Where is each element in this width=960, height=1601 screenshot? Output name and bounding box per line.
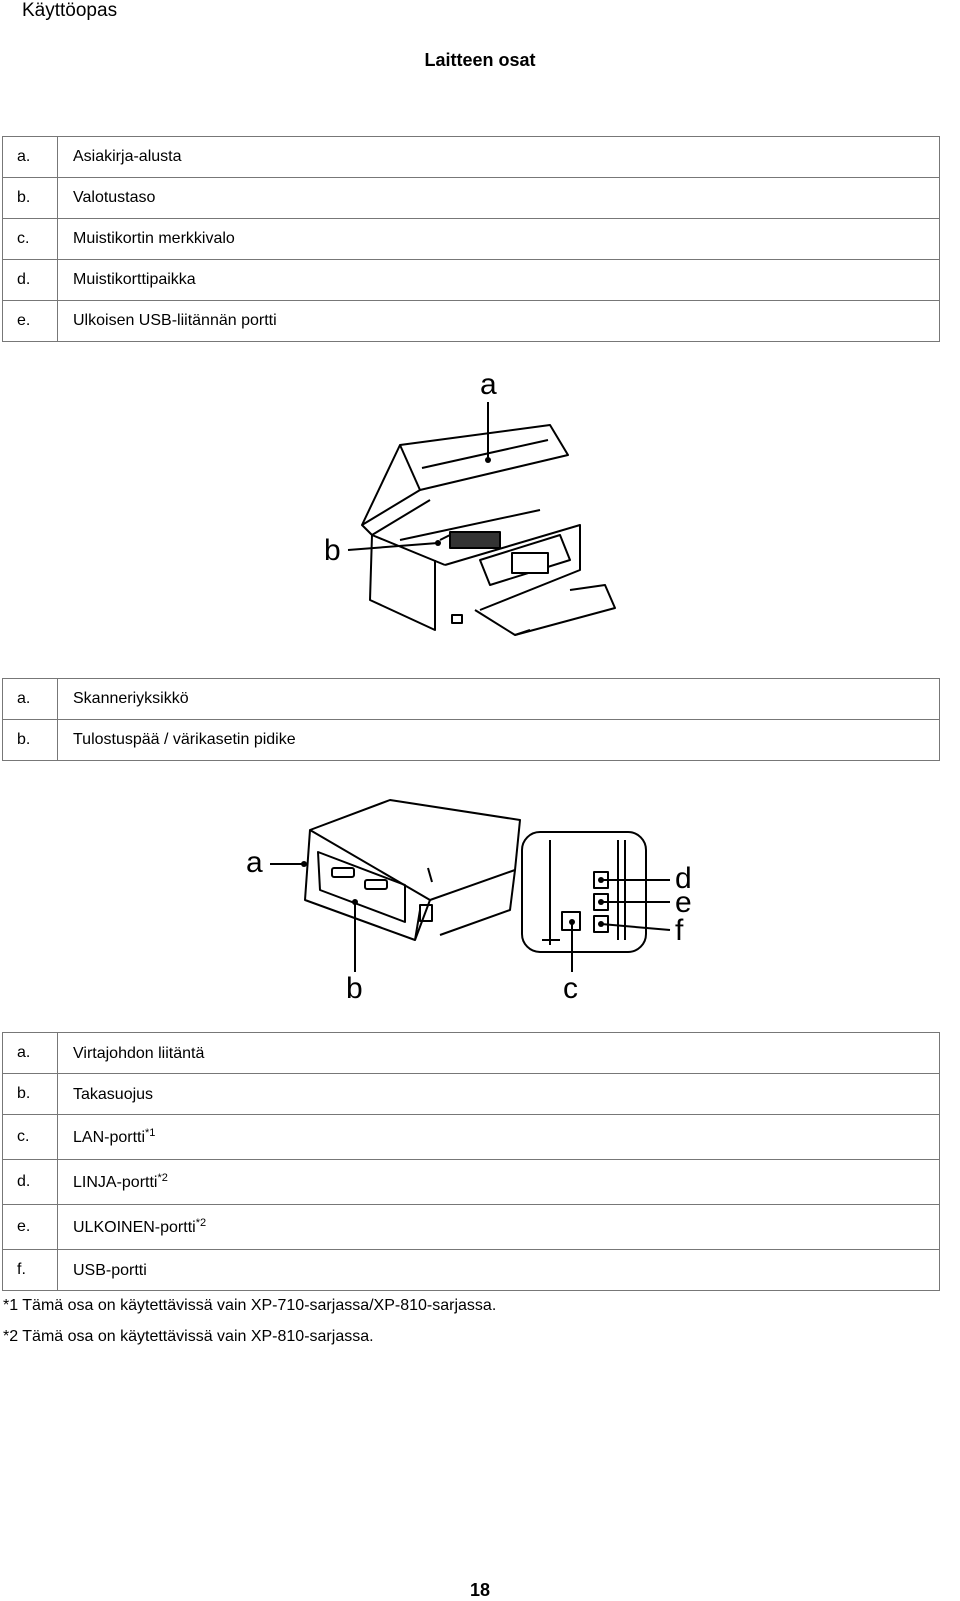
figure2-callout-a: a xyxy=(246,846,263,879)
item-label: USB-portti xyxy=(57,1249,940,1291)
figure2-callout-d: d xyxy=(675,862,692,895)
footnote-ref: *2 xyxy=(195,1217,207,1229)
figure2-callout-c: c xyxy=(563,972,578,1005)
item-letter: c. xyxy=(2,1114,58,1160)
item-label: Tulostuspää / värikasetin pidike xyxy=(57,719,940,761)
item-label: Takasuojus xyxy=(57,1073,940,1115)
leader-dot xyxy=(598,899,604,905)
item-label-text: LINJA-portti xyxy=(73,1174,158,1191)
printer-back-illustration: a b c d e f xyxy=(246,799,692,1005)
footnote-ref: *1 xyxy=(145,1127,156,1139)
item-letter: e. xyxy=(2,1204,58,1250)
table-row: e.ULKOINEN-portti*2 xyxy=(2,1204,940,1250)
item-letter: b. xyxy=(2,177,58,219)
table-row: c.Muistikortin merkkivalo xyxy=(2,218,940,260)
table-row: a. Virtajohdon liitäntä xyxy=(2,1032,940,1074)
item-letter: b. xyxy=(2,1073,58,1115)
leader-dot xyxy=(352,899,358,905)
item-label-text: ULKOINEN-portti xyxy=(73,1219,196,1236)
leader-dot xyxy=(485,457,491,463)
section-title: Laitteen osat xyxy=(424,50,536,70)
leader-dot xyxy=(569,919,575,925)
table-row: c.LAN-portti*1 xyxy=(2,1114,940,1160)
item-label-text: USB-portti xyxy=(73,1262,147,1279)
leader-dot xyxy=(301,861,307,867)
footnote-1: *1 Tämä osa on käytettävissä vain XP-710… xyxy=(3,1297,497,1314)
printer-interior-illustration: a b xyxy=(324,368,616,636)
item-label: Muistikortin merkkivalo xyxy=(57,218,940,260)
item-label: ULKOINEN-portti*2 xyxy=(57,1204,940,1250)
figure2-callout-e: e xyxy=(675,886,692,919)
footnote-2: *2 Tämä osa on käytettävissä vain XP-810… xyxy=(3,1328,374,1345)
item-letter: f. xyxy=(2,1249,58,1291)
item-label: Asiakirja-alusta xyxy=(57,136,940,178)
item-letter: c. xyxy=(2,218,58,260)
leader-dot xyxy=(435,540,441,546)
table-row: a.Asiakirja-alusta xyxy=(2,136,940,178)
table-row: b. Takasuojus xyxy=(2,1073,940,1115)
item-letter: e. xyxy=(2,300,58,342)
leader-dot xyxy=(598,877,604,883)
item-label: Muistikorttipaikka xyxy=(57,259,940,301)
item-label: LINJA-portti*2 xyxy=(57,1159,940,1205)
leader-dot xyxy=(598,921,604,927)
page-number: 18 xyxy=(469,1580,491,1600)
item-letter: a. xyxy=(2,136,58,178)
table-row: a.Skanneriyksikkö xyxy=(2,678,940,720)
parts-table-interior: a.Skanneriyksikkö b.Tulostuspää / värika… xyxy=(2,678,940,761)
item-label: Skanneriyksikkö xyxy=(57,678,940,720)
table-row: f. USB-portti xyxy=(2,1249,940,1291)
table-row: d.LINJA-portti*2 xyxy=(2,1159,940,1205)
figure1-callout-a: a xyxy=(480,368,497,401)
footnote-ref: *2 xyxy=(157,1172,168,1184)
item-letter: b. xyxy=(2,719,58,761)
table-row: b.Tulostuspää / värikasetin pidike xyxy=(2,719,940,761)
figure2-callout-f: f xyxy=(675,914,684,947)
table-row: b.Valotustaso xyxy=(2,177,940,219)
item-label: LAN-portti*1 xyxy=(57,1114,940,1160)
parts-table-front: a.Asiakirja-alusta b.Valotustaso c.Muist… xyxy=(2,136,940,342)
item-letter: d. xyxy=(2,1159,58,1205)
item-label-text: Takasuojus xyxy=(73,1086,154,1103)
item-letter: a. xyxy=(2,678,58,720)
leader-line xyxy=(600,923,671,931)
item-label: Ulkoisen USB-liitännän portti xyxy=(57,300,940,342)
figure2-callout-b: b xyxy=(346,972,363,1005)
parts-table-back: a.Virtajohdon liitäntä b.Takasuojus c.LA… xyxy=(2,1032,940,1291)
table-row: d.Muistikorttipaikka xyxy=(2,259,940,301)
item-letter: a. xyxy=(2,1032,58,1074)
item-label: Valotustaso xyxy=(57,177,940,219)
item-label-text: LAN-portti xyxy=(73,1129,146,1146)
item-label: Virtajohdon liitäntä xyxy=(57,1032,940,1074)
item-label-text: Virtajohdon liitäntä xyxy=(73,1045,205,1062)
table-row: e.Ulkoisen USB-liitännän portti xyxy=(2,300,940,342)
leader-line xyxy=(347,542,439,551)
document-header: Käyttöopas xyxy=(22,0,118,21)
item-letter: d. xyxy=(2,259,58,301)
figure1-callout-b: b xyxy=(324,534,341,567)
